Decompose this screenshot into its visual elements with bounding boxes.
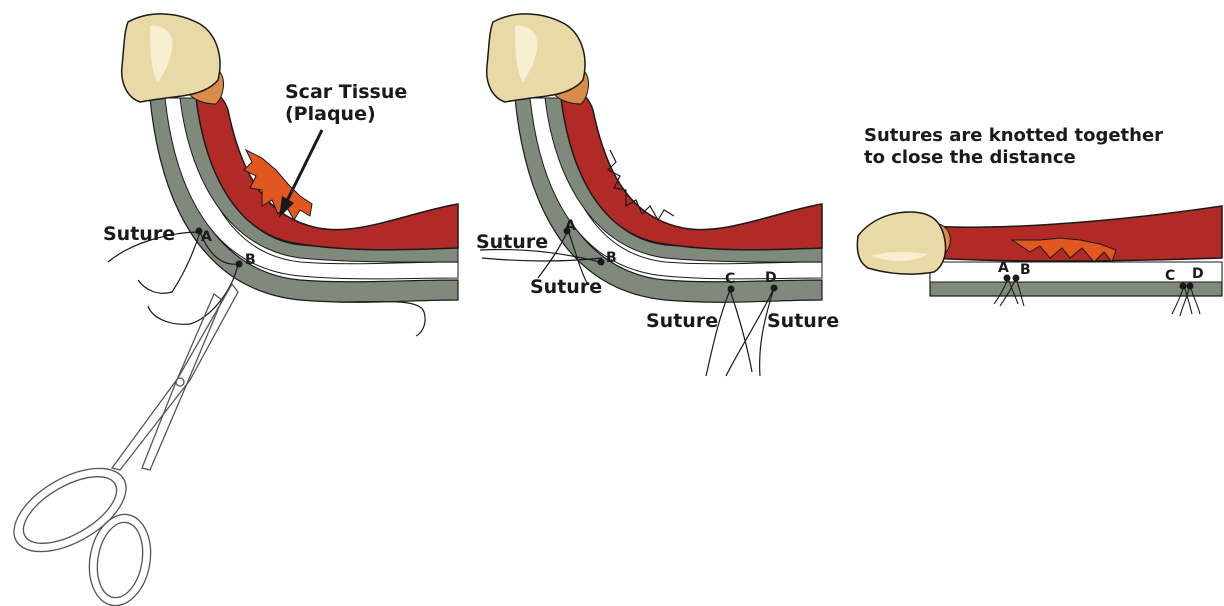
point-b-marker <box>1013 275 1020 282</box>
point-c-label: C <box>1165 268 1175 284</box>
point-b-label: B <box>1020 262 1031 278</box>
caption-line1: Sutures are knotted together <box>864 125 1163 146</box>
point-a-label: A <box>565 218 576 234</box>
panel-1-incision: Scar Tissue (Plaque) Suture A B <box>0 14 458 606</box>
glans <box>857 212 945 274</box>
plaque-pointer-line <box>285 130 322 205</box>
glans <box>122 14 220 102</box>
point-b-label: B <box>606 250 617 266</box>
panel-2-sutures: Suture Suture Suture Suture A B C D <box>476 14 839 376</box>
tunica-white-band <box>930 262 1222 282</box>
point-d-label: D <box>1192 266 1204 282</box>
suture-label-c: Suture <box>646 310 718 332</box>
caption-line2: to close the distance <box>864 147 1076 168</box>
point-c-label: C <box>725 271 735 287</box>
point-d-marker <box>1187 283 1194 290</box>
point-a-label: A <box>998 260 1009 276</box>
suture-label-d: Suture <box>767 310 839 332</box>
suture-label-top: Suture <box>476 231 548 253</box>
plaque-label-line2: (Plaque) <box>285 103 376 125</box>
point-b-marker <box>236 261 243 268</box>
tissue-outline <box>338 301 425 336</box>
suture-thread-cd-1 <box>706 290 730 376</box>
suture-label: Suture <box>103 223 175 245</box>
plaque-label-line1: Scar Tissue <box>285 81 407 103</box>
scissors-icon <box>0 284 238 606</box>
glans <box>487 14 585 102</box>
suture-label-bottom: Suture <box>530 276 602 298</box>
point-b-marker <box>598 259 605 266</box>
point-d-label: D <box>765 270 777 286</box>
point-b-label: B <box>245 252 256 268</box>
point-c-marker <box>1180 283 1187 290</box>
panel-3-knotted: Sutures are knotted together to close th… <box>857 125 1222 316</box>
point-a-label: A <box>201 229 212 245</box>
